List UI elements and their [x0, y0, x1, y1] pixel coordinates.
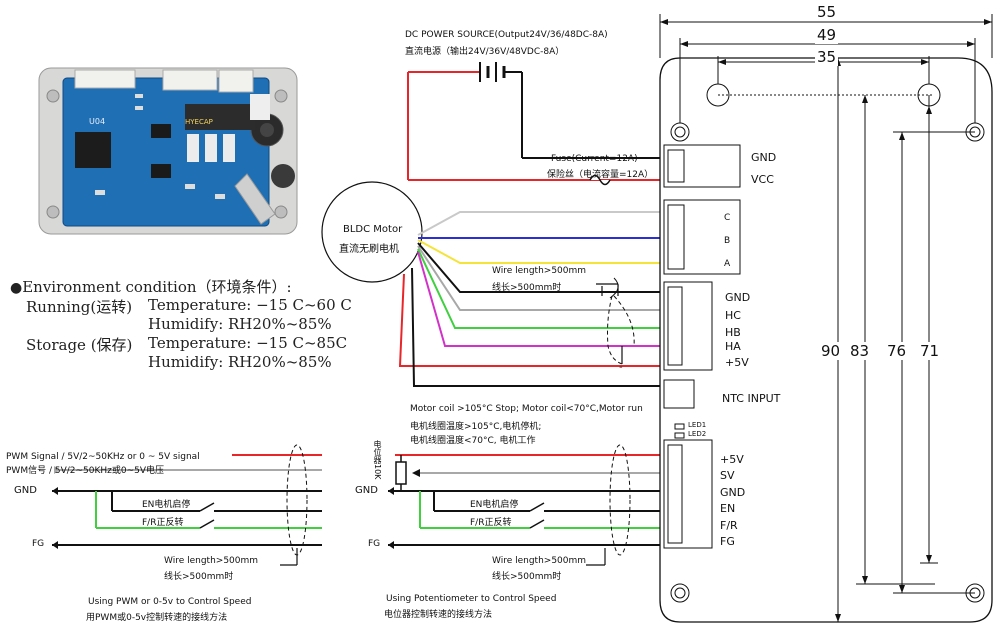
pot-caption-cn: 电位器控制转速的接线方法	[384, 610, 493, 620]
bullet-icon: ●	[10, 280, 23, 296]
pin-phase-a: A	[724, 259, 731, 269]
led2-label: LED2	[688, 430, 707, 438]
fuse-icon	[589, 174, 611, 186]
wire-hall-ha	[417, 251, 662, 347]
pwm-caption: Using PWM or 0-5v to Control Speed	[88, 597, 252, 607]
pin-phase-c: C	[724, 213, 731, 223]
power-source-title: DC POWER SOURCE(Output24V/36/48DC-8A)	[405, 30, 608, 40]
pwm-fg-label: FG	[32, 539, 45, 549]
pwm-caption-cn: 用PWM或0-5v控制转速的接线方法	[86, 613, 228, 623]
pin-ctrl-fr: F/R	[720, 519, 738, 532]
board-outline-drawing	[659, 14, 993, 623]
wire-hall-hb	[417, 248, 662, 329]
potentiometer-label: 电位器10K	[373, 440, 382, 480]
dimension-49: 49	[815, 26, 839, 44]
pot-wiring	[388, 444, 662, 566]
pot-caption: Using Potentiometer to Control Speed	[386, 594, 557, 604]
running-label: Running(运转)	[26, 298, 133, 316]
controller-board-photo: U04 HYECAP	[38, 67, 298, 235]
fuse-label: Fuse(Current=12A)	[551, 154, 638, 164]
dimension-35: 35	[815, 48, 839, 66]
wire-phase-a	[417, 239, 662, 264]
motor-coil-note-cn1: 电机线圈温度>105°C,电机停机;	[410, 422, 542, 432]
potentiometer-symbol	[395, 461, 407, 485]
storage-temperature: Temperature: −15 C~85C	[148, 334, 348, 352]
running-humidity: Humidify: RH20%~85%	[148, 315, 332, 333]
pin-hall-gnd: GND	[725, 291, 751, 304]
pot-fg-label: FG	[368, 539, 381, 549]
pin-hall-hc: HC	[725, 309, 741, 322]
connector-power	[663, 144, 741, 188]
pin-ctrl-en: EN	[720, 502, 736, 515]
pwm-signal-label-cn: PWM信号 / 5V/2~50KHz或0~5V电压	[6, 466, 165, 476]
power-source-title-cn: 直流电源（输出24V/36V/48VDC-8A）	[405, 47, 565, 57]
pin-hall-ha: HA	[725, 340, 741, 353]
pin-phase-b: B	[724, 236, 731, 246]
pot-en-label: EN电机启停	[470, 500, 519, 510]
pot-wire-length-cn: 线长>500mm时	[492, 572, 562, 582]
motor-label-cn: 直流无刷电机	[339, 244, 399, 255]
dimension-55: 55	[815, 3, 839, 21]
wire-hall-hc	[417, 245, 662, 311]
pin-hall-hb: HB	[725, 326, 741, 339]
led1-label: LED1	[688, 421, 707, 429]
pwm-wiring	[52, 444, 322, 566]
pot-wire-length: Wire length>500mm	[492, 556, 587, 566]
storage-humidity: Humidify: RH20%~85%	[148, 353, 332, 371]
pwm-en-label: EN电机启停	[142, 500, 191, 510]
fuse-label-cn: 保险丝（电流容量=12A）	[547, 170, 654, 180]
motor-coil-note-cn2: 电机线圈温度<70°C, 电机工作	[410, 436, 536, 446]
battery-symbol	[408, 62, 522, 82]
pot-fr-label: F/R正反转	[470, 518, 512, 528]
connector-phase	[663, 199, 741, 275]
dimension-76: 76	[886, 342, 908, 360]
connector-hall	[663, 281, 713, 371]
motor-coil-note: Motor coil >105°C Stop; Motor coil<70°C,…	[410, 404, 643, 414]
board-marking-cap: HYECAP	[185, 118, 213, 126]
pin-power-vcc: VCC	[751, 173, 774, 186]
ntc-input-label: NTC INPUT	[722, 392, 781, 405]
wire-length-label: Wire length>500mm	[492, 266, 587, 276]
pwm-wire-length: Wire length>500mm	[164, 556, 259, 566]
running-temperature: Temperature: −15 C~60 C	[148, 296, 352, 314]
pwm-wire-length-cn: 线长>500mm时	[164, 572, 234, 582]
pin-ctrl-fg: FG	[720, 535, 735, 548]
pwm-signal-label: PWM Signal / 5V/2~50KHz or 0 ~ 5V signal	[6, 452, 200, 462]
dimension-90: 90	[820, 342, 842, 360]
pot-gnd-label: GND	[355, 485, 378, 496]
pin-ctrl-gnd: GND	[720, 486, 746, 499]
wire-length-label-cn: 线长>500mm时	[492, 283, 562, 293]
dimension-71: 71	[919, 342, 941, 360]
pin-ctrl-5v: +5V	[720, 453, 744, 466]
connector-ntc	[663, 379, 695, 409]
wire-ntc	[411, 267, 662, 387]
connector-control	[663, 439, 713, 549]
environment-heading: ●Environment condition（环境条件）:	[10, 278, 292, 296]
wire-phase-c	[417, 211, 662, 236]
shield-minus-sign: -	[619, 362, 623, 373]
shield-symbol	[596, 277, 635, 365]
pin-ctrl-sv: SV	[720, 469, 735, 482]
pin-hall-5v: +5V	[725, 356, 749, 369]
wire-hall-gnd	[417, 242, 662, 293]
pwm-fr-label: F/R正反转	[142, 518, 184, 528]
wire-hall-5v	[398, 273, 662, 367]
pin-power-gnd: GND	[751, 151, 777, 164]
motor-label: BLDC Motor	[343, 224, 403, 235]
dimension-83: 83	[849, 342, 871, 360]
board-marking-u04: U04	[89, 117, 105, 126]
storage-label: Storage (保存)	[26, 336, 133, 354]
pwm-gnd-label: GND	[14, 485, 37, 496]
